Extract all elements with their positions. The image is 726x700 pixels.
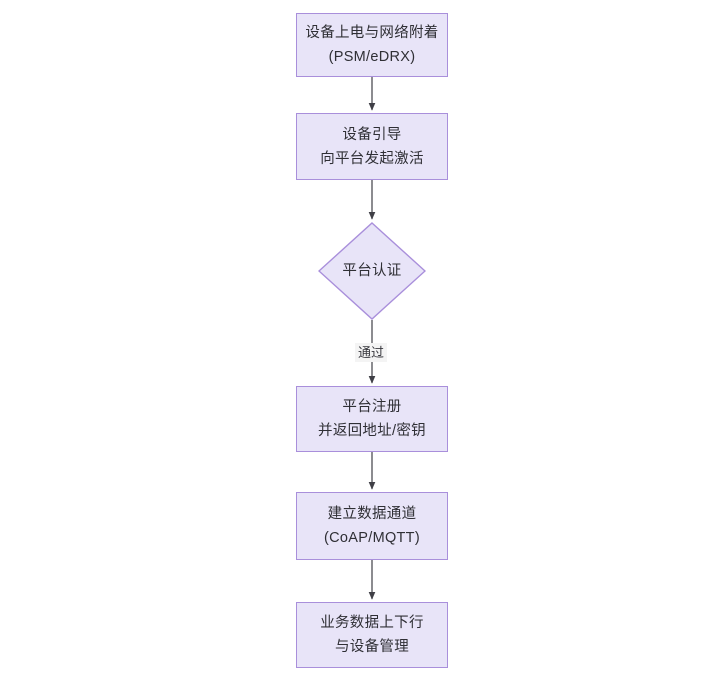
- diamond-shape: [318, 222, 426, 320]
- node-business-data-and-management[interactable]: 业务数据上下行 与设备管理: [296, 602, 448, 668]
- node-label-line: (CoAP/MQTT): [324, 530, 420, 546]
- node-label-line: 平台认证: [342, 263, 402, 279]
- node-label-line: 业务数据上下行: [320, 615, 424, 631]
- node-label-line: 并返回地址/密钥: [318, 423, 426, 439]
- node-platform-authentication[interactable]: 平台认证: [318, 222, 426, 320]
- edge-label-pass: 通过: [355, 343, 388, 362]
- node-label-line: 向平台发起激活: [320, 150, 424, 167]
- node-label-line: (PSM/eDRX): [328, 49, 416, 65]
- node-device-power-on[interactable]: 设备上电与网络附着 (PSM/eDRX): [296, 13, 448, 77]
- node-label-line: 平台注册: [342, 399, 402, 415]
- node-device-bootstrap[interactable]: 设备引导 向平台发起激活: [296, 113, 448, 180]
- node-label-line: 与设备管理: [335, 639, 409, 655]
- node-platform-registration[interactable]: 平台注册 并返回地址/密钥: [296, 386, 448, 452]
- node-label-line: 设备引导: [342, 126, 402, 143]
- node-label-line: 设备上电与网络附着: [305, 25, 439, 41]
- node-label-line: 建立数据通道: [327, 506, 417, 522]
- node-establish-data-channel[interactable]: 建立数据通道 (CoAP/MQTT): [296, 492, 448, 560]
